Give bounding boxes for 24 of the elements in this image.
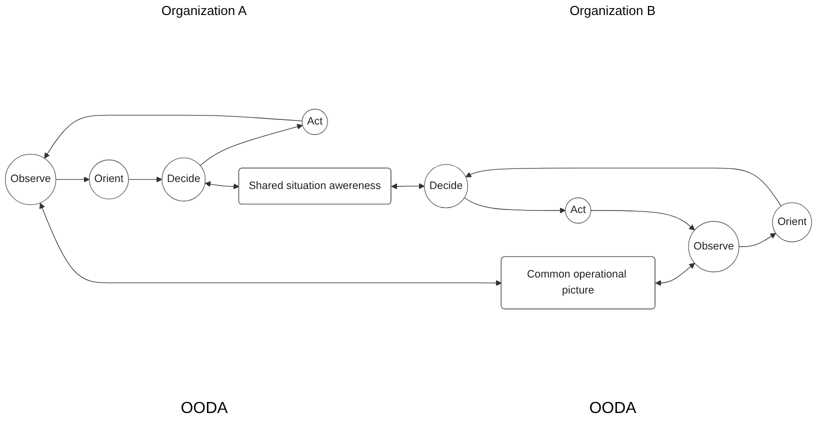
arrow: [128, 176, 162, 182]
arrow: [655, 262, 695, 286]
arrow: [56, 176, 90, 182]
node-circle: Act: [565, 197, 592, 224]
arrow: [39, 202, 502, 286]
arrow: [200, 124, 303, 166]
organization-label: Organization A: [161, 2, 247, 18]
arrow: [391, 183, 425, 190]
node-circle: Decide: [162, 157, 206, 202]
arrow: [465, 168, 782, 206]
node-circle: Decide: [424, 164, 468, 208]
loop-label: OODA: [589, 400, 636, 418]
node-circle: Orient: [88, 160, 129, 200]
node-circle: Observe: [5, 154, 56, 206]
organization-label: Organization B: [570, 2, 656, 18]
node-circle: Orient: [772, 202, 812, 242]
arrow: [44, 114, 302, 159]
node-circle: Act: [302, 108, 328, 135]
arrow: [590, 210, 695, 230]
node-circle: Observe: [688, 221, 740, 272]
arrow: [464, 197, 566, 214]
arrow: [204, 181, 240, 190]
loop-label: OODA: [180, 400, 228, 418]
arrow: [738, 232, 776, 247]
